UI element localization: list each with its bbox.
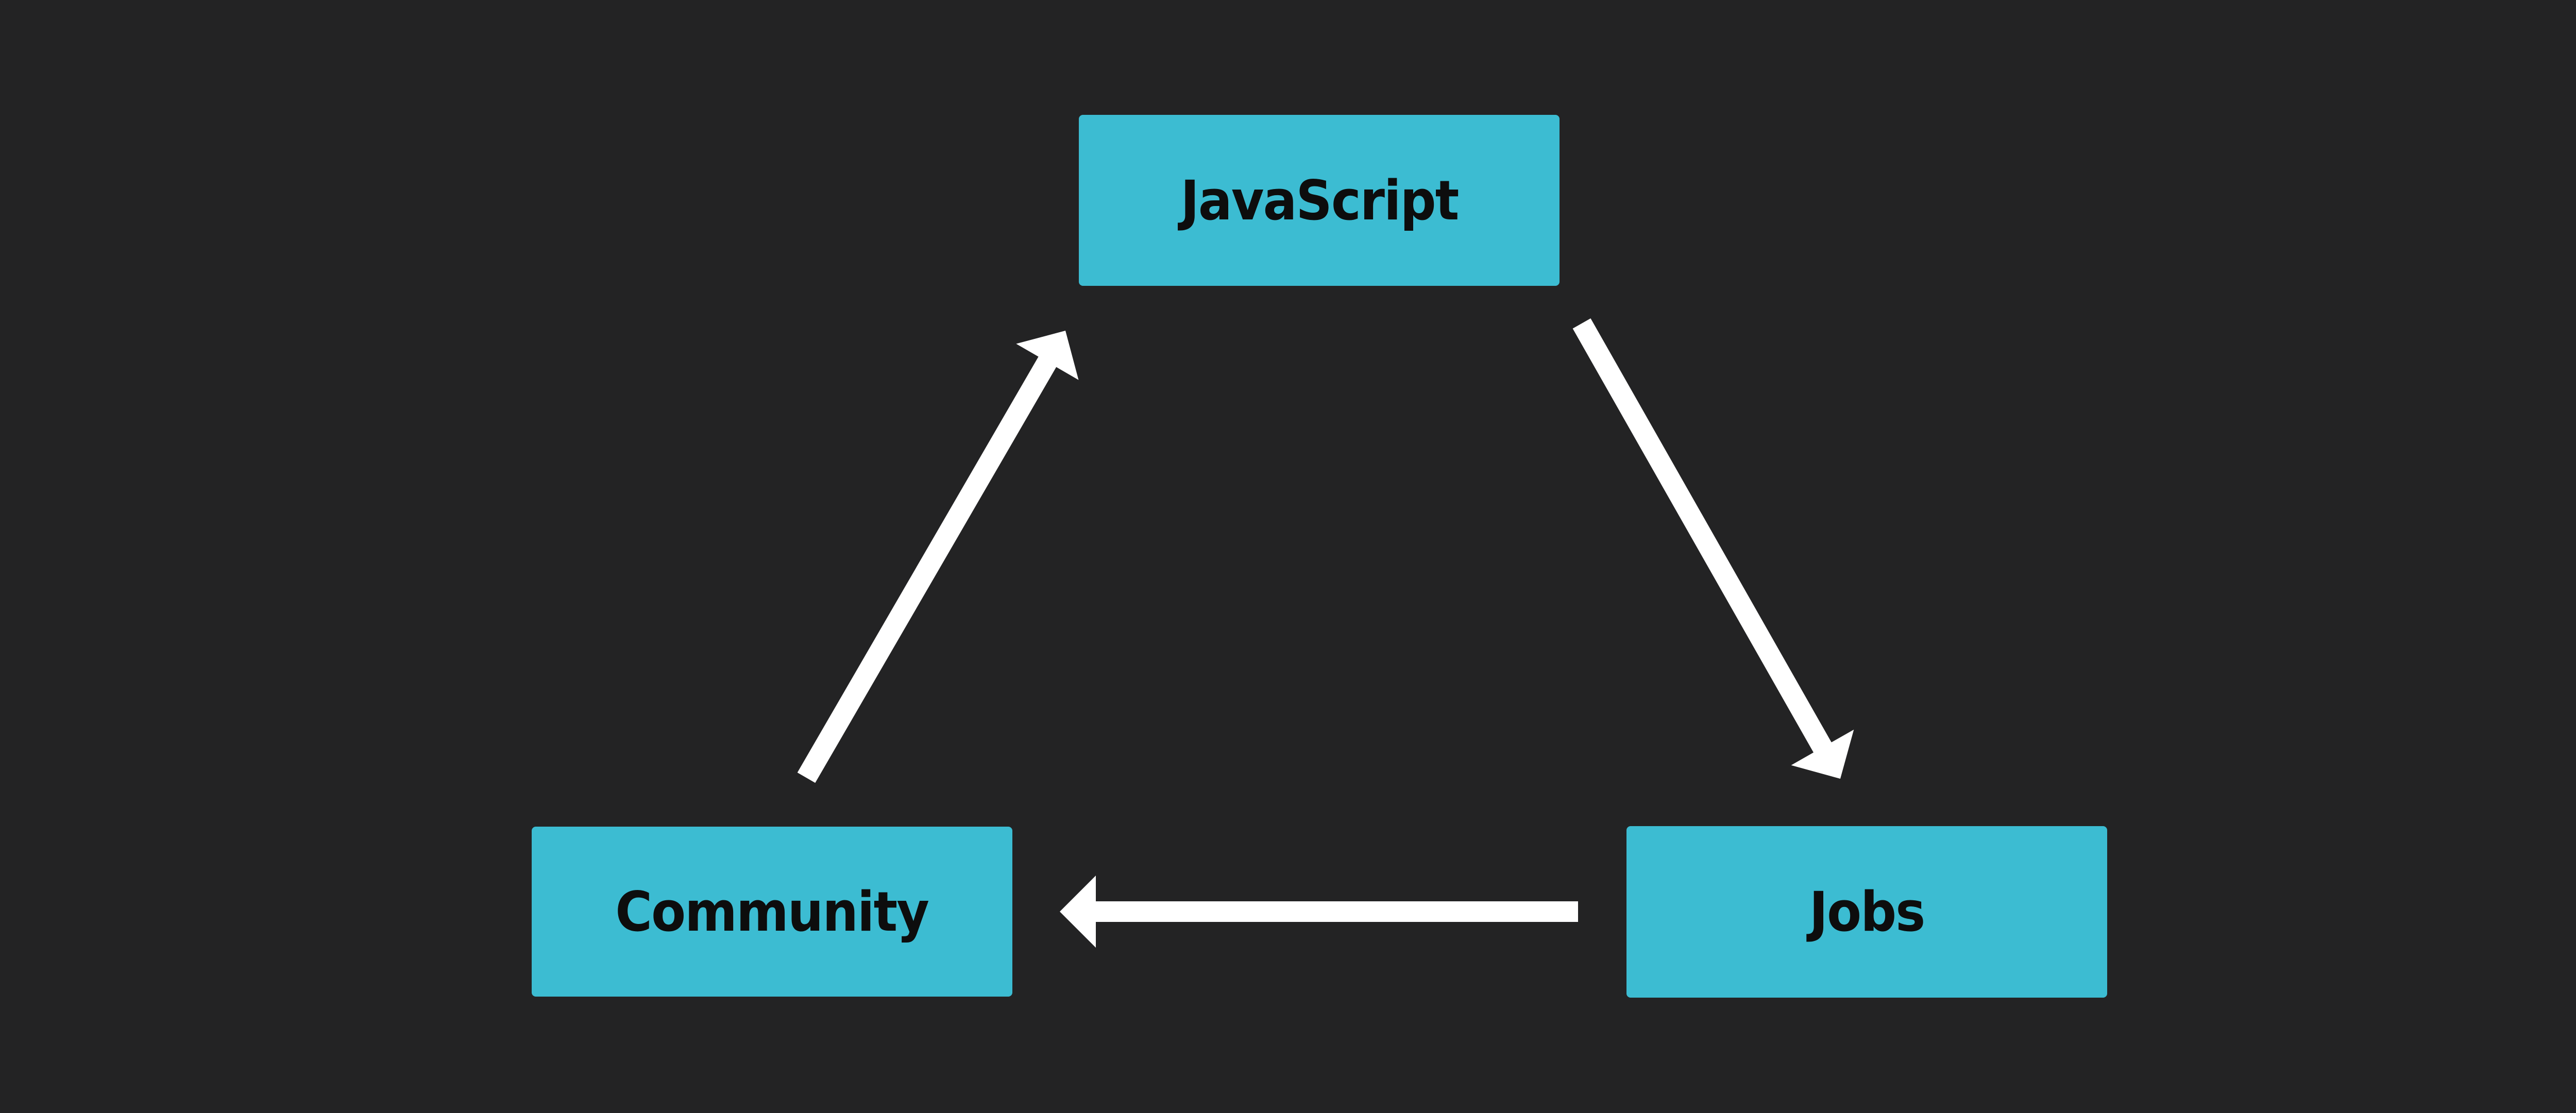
node-jobs: Jobs <box>1626 826 2107 998</box>
node-community-label: Community <box>615 880 930 944</box>
node-javascript-label: JavaScript <box>1180 168 1459 232</box>
arrow-javascript-to-jobs <box>1572 318 1854 779</box>
node-community: Community <box>532 827 1012 997</box>
node-javascript: JavaScript <box>1079 115 1560 286</box>
arrow-community-to-javascript <box>797 331 1079 783</box>
node-jobs-label: Jobs <box>1809 880 1926 944</box>
arrow-jobs-to-community <box>1060 876 1578 948</box>
